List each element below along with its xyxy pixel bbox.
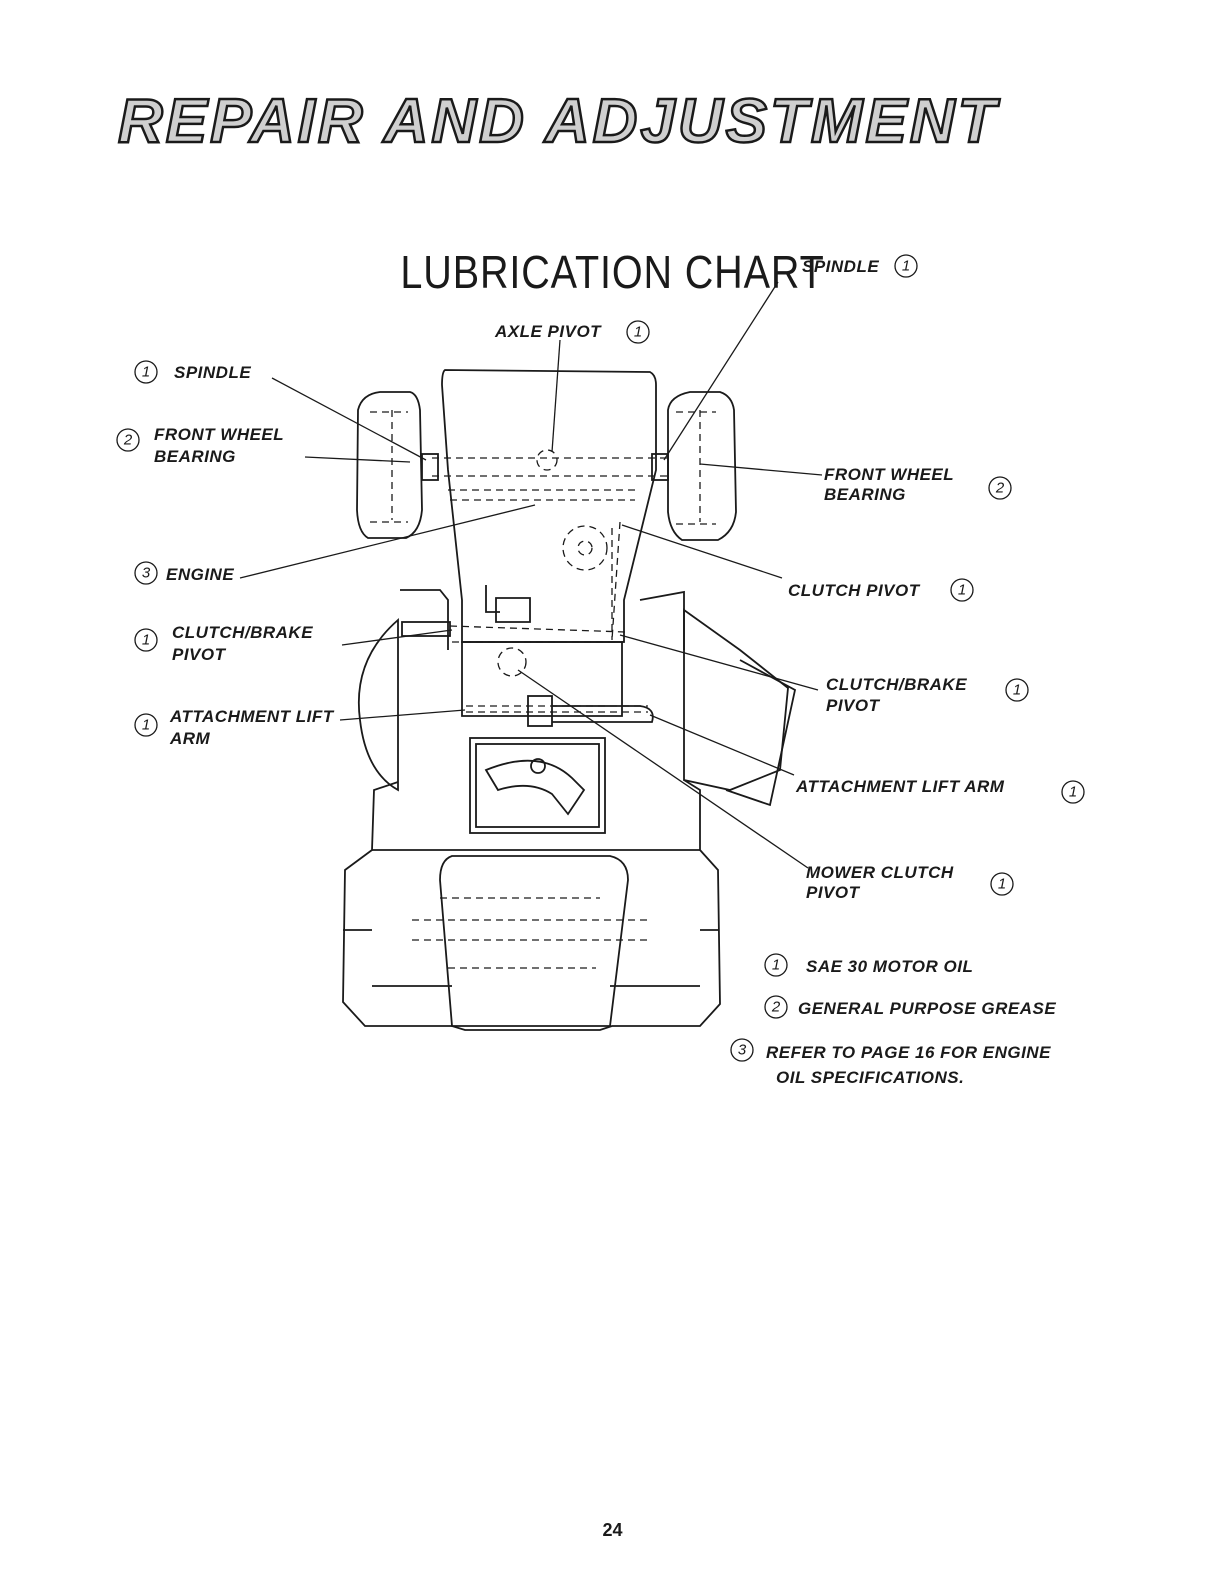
page-number: 24 <box>602 1520 623 1540</box>
legend-marker-3 <box>730 1038 754 1062</box>
tractor-drawing <box>342 369 797 1031</box>
tractor-hood <box>441 369 657 643</box>
svg-text:ARM: ARM <box>169 729 211 748</box>
leader-attach-right <box>649 714 795 776</box>
legend-item-1: SAE 30 MOTOR OIL <box>806 957 973 976</box>
left-fender <box>357 618 399 792</box>
svg-text:BEARING: BEARING <box>154 447 236 466</box>
marker-attach-right <box>1061 780 1085 804</box>
legend-item-3: REFER TO PAGE 16 FOR ENGINE <box>766 1043 1051 1062</box>
marker-engine <box>134 561 158 585</box>
lift-arm-cylinder <box>527 695 553 727</box>
leader-clutch-pivot <box>621 524 783 579</box>
legend-marker-1 <box>764 953 788 977</box>
leader-clutch-brake-left <box>341 629 453 646</box>
svg-text:2: 2 <box>995 480 1005 497</box>
leader-attach-left <box>339 709 466 721</box>
leader-spindle-left <box>271 377 427 461</box>
label-attach-right: ATTACHMENT LIFT ARM <box>795 777 1005 796</box>
svg-text:1: 1 <box>902 258 910 275</box>
leader-front-wheel-right <box>699 463 823 476</box>
svg-text:2: 2 <box>123 432 133 449</box>
svg-text:1: 1 <box>772 957 780 974</box>
legend-item-2: GENERAL PURPOSE GREASE <box>798 999 1056 1018</box>
svg-text:1: 1 <box>958 582 966 599</box>
clutch-pulley <box>562 525 608 571</box>
svg-text:3: 3 <box>738 1042 747 1059</box>
marker-axle-pivot <box>626 320 650 344</box>
bracket <box>485 585 531 623</box>
axle-pivot-point <box>536 449 558 471</box>
right-front-wheel <box>667 391 737 541</box>
clutch-brake-lever <box>401 621 451 637</box>
leader-engine <box>239 504 536 579</box>
label-attach-left: ATTACHMENT LIFT <box>169 707 335 726</box>
marker-clutch-brake-right <box>1005 678 1029 702</box>
leader-mower-clutch <box>517 669 809 869</box>
marker-spindle-left <box>134 360 158 384</box>
left-front-wheel <box>356 391 423 539</box>
legend-item-3-line-2: OIL SPECIFICATIONS. <box>776 1068 964 1087</box>
label-spindle-right: SPINDLE <box>802 257 879 276</box>
left-spindle-hub <box>421 453 439 481</box>
steering-quadrant <box>484 759 586 816</box>
label-clutch-brake-left: CLUTCH/BRAKE <box>172 623 313 642</box>
legend-marker-2 <box>764 995 788 1019</box>
seat-deck <box>461 641 623 717</box>
marker-clutch-brake-left <box>134 628 158 652</box>
left-wheel-hidden-lines <box>370 410 408 523</box>
marker-clutch-pivot <box>950 578 974 602</box>
label-engine: ENGINE <box>166 565 234 584</box>
svg-text:1: 1 <box>142 632 150 649</box>
chart-title: LUBRICATION CHART <box>400 246 825 298</box>
marker-mower-clutch <box>990 872 1014 896</box>
label-clutch-brake-right: CLUTCH/BRAKE <box>826 675 967 694</box>
svg-text:1: 1 <box>998 876 1006 893</box>
label-axle-pivot: AXLE PIVOT <box>494 322 602 341</box>
section-header-title: REPAIR AND ADJUSTMENT <box>117 86 999 158</box>
dashboard-panel <box>469 737 606 834</box>
right-spindle-hub <box>651 453 669 481</box>
front-axle-hidden <box>432 457 668 501</box>
lubricant-legend: 1 SAE 30 MOTOR OIL 2 GENERAL PURPOSE GRE… <box>730 953 1056 1087</box>
marker-attach-left <box>134 713 158 737</box>
label-front-wheel-left: FRONT WHEEL <box>154 425 284 444</box>
right-fender <box>683 608 789 791</box>
label-mower-clutch: MOWER CLUTCH <box>806 863 954 882</box>
marker-spindle-right <box>894 254 918 278</box>
label-clutch-pivot: CLUTCH PIVOT <box>788 581 921 600</box>
callout-leaders <box>239 281 823 869</box>
leader-clutch-brake-right <box>619 634 819 691</box>
clutch-brake-pivot-point <box>497 647 527 677</box>
leader-front-wheel-left <box>304 456 411 463</box>
clutch-brake-shaft <box>449 625 627 643</box>
right-wheel-hidden-lines <box>676 410 716 525</box>
rear-axle-hidden <box>412 897 650 969</box>
seat-back <box>439 855 629 1027</box>
label-spindle-left: SPINDLE <box>174 363 251 382</box>
marker-front-wheel-right <box>988 476 1012 500</box>
rear-body <box>342 779 721 1031</box>
leader-axle-pivot <box>551 339 561 453</box>
svg-text:1: 1 <box>142 717 150 734</box>
svg-text:1: 1 <box>634 324 642 341</box>
svg-text:PIVOT: PIVOT <box>826 696 881 715</box>
marker-front-wheel-left <box>116 428 140 452</box>
svg-text:1: 1 <box>1013 682 1021 699</box>
svg-text:PIVOT: PIVOT <box>172 645 227 664</box>
leader-spindle-right <box>663 281 779 461</box>
svg-text:1: 1 <box>142 364 150 381</box>
svg-text:PIVOT: PIVOT <box>806 883 861 902</box>
svg-text:BEARING: BEARING <box>824 485 906 504</box>
svg-text:3: 3 <box>142 565 151 582</box>
svg-text:1: 1 <box>1069 784 1077 801</box>
svg-text:2: 2 <box>771 999 781 1016</box>
label-front-wheel-right: FRONT WHEEL <box>824 465 954 484</box>
